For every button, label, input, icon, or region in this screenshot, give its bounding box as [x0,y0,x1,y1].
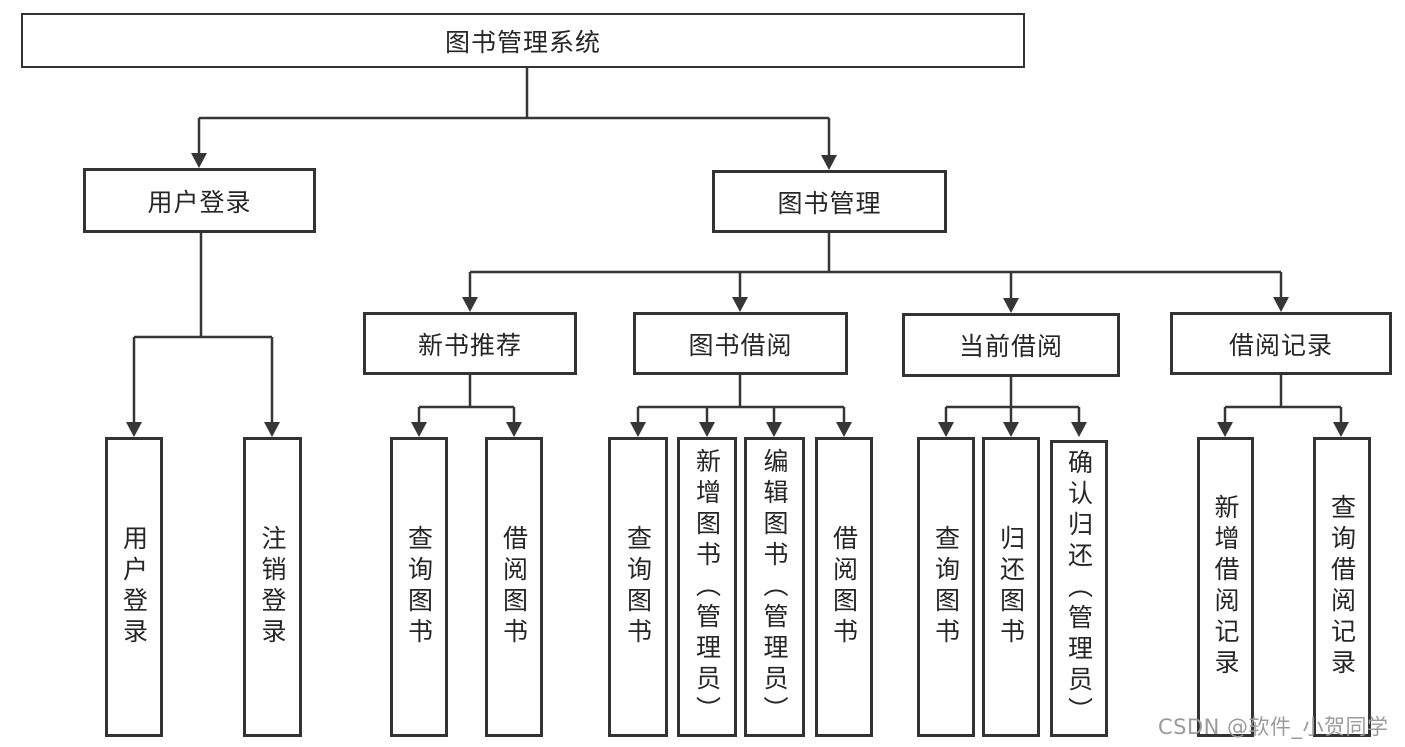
connectors-book-management-children [462,233,1289,313]
node-label: 用户登录 [147,187,252,217]
arrowhead [1333,422,1349,437]
arrowhead [732,297,748,312]
arrowhead [264,422,280,437]
leaf-user-login: 用户登录 [105,437,163,737]
arrowhead [1217,422,1233,437]
node-label: 新增借阅记录 [1211,494,1240,680]
arrowhead [766,422,782,437]
node-label: 借阅记录 [1228,330,1333,360]
node-label: 图书管理 [777,188,882,218]
leaf-query-borrow-record: 查询借阅记录 [1313,437,1371,737]
connectors-user-login-children [126,233,280,437]
connectors-new-book-rec-children [411,375,522,437]
arrowhead [191,153,207,168]
node-current-borrowing: 当前借阅 [902,313,1120,377]
node-label: 借阅图书 [499,525,529,649]
node-label: 图书管理系统 [444,27,601,57]
arrowhead [506,422,522,437]
connectors-borrow-records-children [1217,375,1349,437]
node-label: 查询图书 [404,525,434,649]
csdn-watermark: CSDN @软件_小贺同学 [1158,715,1389,739]
node-label: 查询图书 [931,525,961,649]
arrowhead [836,422,852,437]
node-label: 注销登录 [258,525,287,649]
leaf-logout: 注销登录 [243,437,302,737]
node-label: 新书推荐 [417,330,522,360]
arrowhead [1003,298,1019,313]
node-label: 查询借阅记录 [1327,494,1357,680]
node-library-management-system: 图书管理系统 [21,13,1025,68]
leaf-query-books: 查询图书 [917,437,975,737]
node-label: 借阅图书 [829,525,859,649]
node-label: 新增图书（管理员） [692,447,722,727]
node-label: 用户登录 [119,525,149,649]
arrowhead [126,422,142,437]
arrowhead [462,297,478,312]
leaf-borrow-books: 借阅图书 [485,437,543,737]
connectors-current-borrow-children [938,377,1087,437]
node-borrowing-records: 借阅记录 [1170,312,1392,375]
node-user-login: 用户登录 [83,168,316,233]
node-label: 编辑图书（管理员） [760,447,789,727]
leaf-add-borrow-record: 新增借阅记录 [1197,437,1254,737]
arrowhead [821,155,837,170]
node-book-management: 图书管理 [712,170,947,233]
leaf-borrow-books: 借阅图书 [815,437,873,737]
leaf-confirm-return-admin: 确认归还（管理员） [1050,440,1108,737]
node-label: 查询图书 [623,525,653,649]
leaf-add-books-admin: 新增图书（管理员） [677,437,737,737]
arrowhead [1003,422,1019,437]
leaf-edit-books-admin: 编辑图书（管理员） [744,437,805,737]
leaf-query-books: 查询图书 [390,437,448,737]
connectors-book-borrow-children [630,375,852,437]
node-label: 归还图书 [996,525,1026,649]
arrowhead [1273,297,1289,312]
arrowhead [411,422,427,437]
arrowhead [699,422,715,437]
arrowhead [938,422,954,437]
node-label: 图书借阅 [688,330,793,360]
leaf-query-books: 查询图书 [608,437,668,737]
node-label: 确认归还（管理员） [1064,449,1094,728]
arrowhead [630,422,646,437]
arrowhead [1071,422,1087,437]
node-new-book-recommendation: 新书推荐 [363,312,577,375]
node-book-borrowing: 图书借阅 [633,312,848,375]
connectors-root-to-level2 [191,68,837,170]
leaf-return-books: 归还图书 [982,437,1040,737]
node-label: 当前借阅 [958,332,1063,361]
